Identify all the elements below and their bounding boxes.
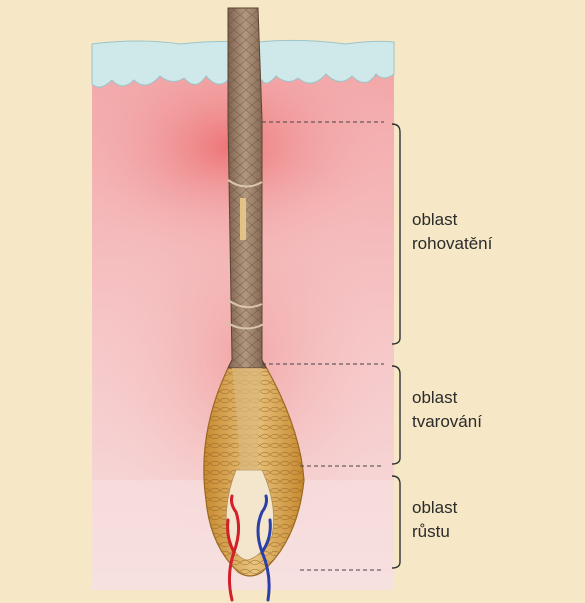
label-keratinization-line2: rohovatění	[412, 232, 492, 256]
label-shaping-line1: oblast	[412, 386, 482, 410]
label-growth-line1: oblast	[412, 496, 457, 520]
shaft-core-streak	[240, 198, 246, 240]
label-growth-zone: oblast růstu	[412, 496, 457, 544]
label-growth-line2: růstu	[412, 520, 457, 544]
label-shaping-line2: tvarování	[412, 410, 482, 434]
label-keratinization-zone: oblast rohovatění	[412, 208, 492, 256]
label-shaping-zone: oblast tvarování	[412, 386, 482, 434]
label-keratinization-line1: oblast	[412, 208, 492, 232]
